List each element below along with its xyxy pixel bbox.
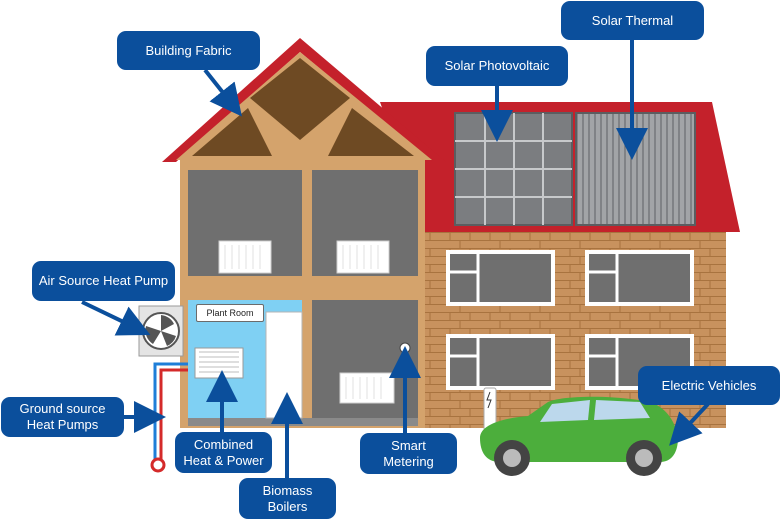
callout-combined-heat-power: Combined Heat & Power <box>175 432 272 473</box>
callout-building-fabric: Building Fabric <box>117 31 260 70</box>
solar-thermal-panel <box>575 112 696 226</box>
attic <box>192 108 272 156</box>
callout-air-source-heat-pump: Air Source Heat Pump <box>32 261 175 301</box>
callout-electric-vehicles: Electric Vehicles <box>638 366 780 405</box>
smart-meter-icon <box>399 342 411 354</box>
solar-pv-panel <box>454 112 573 226</box>
floor <box>188 418 418 426</box>
plant-room-label: Plant Room <box>196 304 264 322</box>
arrows <box>81 40 710 478</box>
callout-biomass-boilers: Biomass Boilers <box>239 478 336 519</box>
callout-solar-photovoltaic: Solar Photovoltaic <box>426 46 568 86</box>
air-source-heat-pump-icon <box>138 305 184 357</box>
radiator <box>339 372 395 404</box>
radiator <box>336 240 390 274</box>
radiator <box>218 240 272 274</box>
window <box>446 334 555 390</box>
chp-unit <box>194 347 244 379</box>
attic <box>328 108 414 156</box>
window <box>585 250 694 306</box>
attic <box>250 58 350 140</box>
callout-smart-metering: Smart Metering <box>360 433 457 474</box>
callout-ground-source-heat-pumps: Ground source Heat Pumps <box>1 397 124 437</box>
electric-car <box>480 396 678 476</box>
window <box>446 250 555 306</box>
biomass-boiler <box>265 311 303 419</box>
callout-solar-thermal: Solar Thermal <box>561 1 704 40</box>
